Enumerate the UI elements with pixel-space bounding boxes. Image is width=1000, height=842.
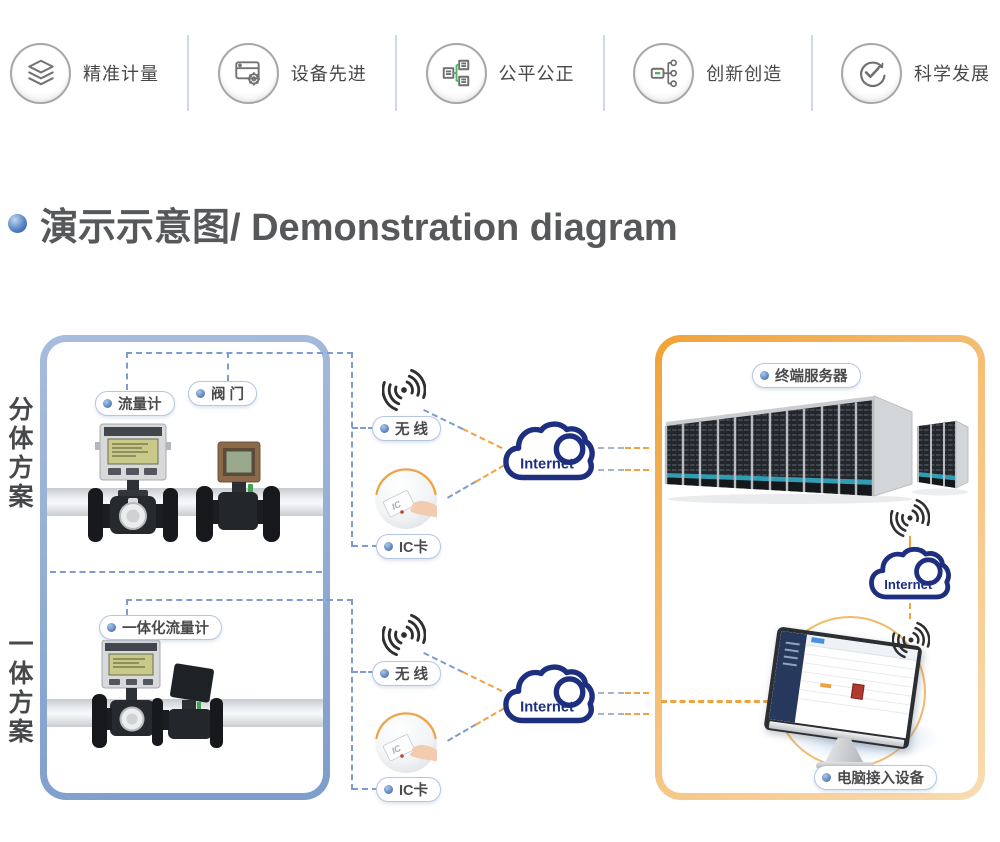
dash-line <box>598 692 624 694</box>
pill-text: 无 线 <box>395 667 429 683</box>
pill-text: 阀 门 <box>211 387 245 403</box>
integrated-flowmeter-label-pill: 一体化流量计 <box>99 615 222 640</box>
internet-cloud-icon: Internet <box>869 546 951 600</box>
badge-innovation: 创新创造 <box>633 42 783 104</box>
dash-line <box>447 480 477 499</box>
pill-dot-icon <box>103 399 112 408</box>
terminal-server-label-pill: 终端服务器 <box>752 363 861 388</box>
feature-badges-bar: 精准计量 设备先进 <box>0 30 1000 116</box>
wireless-label-pill: 无 线 <box>372 416 442 441</box>
page-title: 演示示意图/ Demonstration diagram <box>40 207 678 249</box>
pill-text: 电脑接入设备 <box>837 771 924 787</box>
dash-line <box>462 428 503 450</box>
badge-science: 科学发展 <box>841 42 990 104</box>
dash-line <box>126 352 128 390</box>
dash-line <box>625 713 649 715</box>
dash-line <box>351 599 353 790</box>
server-racks-image <box>664 395 969 504</box>
dash-line <box>625 692 649 694</box>
dash-line <box>352 427 374 429</box>
title-bullet-icon <box>8 214 27 233</box>
wireless-signal-icon <box>382 368 426 412</box>
pc-access-label-pill: 电脑接入设备 <box>814 765 937 790</box>
badge-fairness: 公平公正 <box>425 42 575 104</box>
wireless-signal-icon <box>382 613 426 657</box>
dash-line <box>598 447 624 449</box>
pill-dot-icon <box>380 669 389 678</box>
ic-card-swipe-image: IC <box>375 467 437 529</box>
internet-cloud-icon: Internet <box>503 421 595 481</box>
badge-label: 设备先进 <box>290 64 367 84</box>
badge-divider <box>187 35 190 111</box>
integrated-flow-meter-image <box>92 640 223 748</box>
dash-line <box>126 599 353 601</box>
internet-cloud-icon: Internet <box>503 664 595 724</box>
dash-line <box>625 447 649 449</box>
badge-precise-measure: 精准计量 <box>10 42 159 104</box>
svg-text:Internet: Internet <box>520 457 574 473</box>
dash-line <box>126 599 128 615</box>
flowmeter-label-pill: 流量计 <box>95 391 175 416</box>
dash-line <box>462 671 503 693</box>
wireless-signal-icon <box>892 621 930 659</box>
badge-label: 精准计量 <box>83 64 159 84</box>
badge-label: 科学发展 <box>914 64 990 84</box>
layers-icon <box>10 42 71 104</box>
badge-divider <box>602 35 605 111</box>
pill-dot-icon <box>196 389 205 398</box>
dashboard-alert-item <box>850 683 865 700</box>
orgchart-icon <box>425 42 487 104</box>
dash-line <box>909 536 911 548</box>
svg-text:Internet: Internet <box>884 577 933 592</box>
wireless-label-pill: 无 线 <box>372 661 442 686</box>
pill-dot-icon <box>384 785 393 794</box>
dash-line <box>352 788 378 790</box>
dash-line <box>227 352 229 381</box>
dash-line <box>598 469 624 471</box>
badge-label: 公平公正 <box>498 64 575 84</box>
pill-text: 流量计 <box>118 397 162 413</box>
ic-card-label-pill: IC卡 <box>376 534 441 559</box>
pill-text: 一体化流量计 <box>122 621 209 637</box>
dash-line <box>598 713 624 715</box>
valve-label-pill: 阀 门 <box>188 381 258 406</box>
svg-text:Internet: Internet <box>520 700 574 716</box>
pill-text: IC卡 <box>399 783 428 799</box>
pill-dot-icon <box>822 773 831 782</box>
dash-line <box>909 603 911 619</box>
dash-line <box>126 352 353 354</box>
split-side-label: 分体方案 <box>5 396 33 512</box>
section-divider-dash <box>50 571 322 573</box>
badge-divider <box>810 35 813 111</box>
dash-line <box>351 352 353 547</box>
dash-line <box>661 700 797 703</box>
pill-dot-icon <box>384 542 393 551</box>
dash-line <box>352 545 378 547</box>
section-title: 演示示意图/ Demonstration diagram <box>8 196 678 251</box>
pill-dot-icon <box>107 623 116 632</box>
pill-dot-icon <box>380 424 389 433</box>
wireless-signal-icon <box>890 498 930 538</box>
integrated-side-label: 一体方案 <box>5 631 33 747</box>
badge-label: 创新创造 <box>706 64 783 84</box>
dash-line <box>447 723 477 742</box>
pill-text: 无 线 <box>395 422 429 438</box>
valve-image <box>196 441 280 542</box>
pill-dot-icon <box>760 371 769 380</box>
pc-monitor-image <box>758 612 942 782</box>
device-icon <box>217 42 279 104</box>
flow-meter-image <box>88 423 178 542</box>
dash-line <box>475 464 505 483</box>
ic-card-label-pill: IC卡 <box>376 777 441 802</box>
dash-line <box>352 671 374 673</box>
dash-line <box>625 469 649 471</box>
pill-text: 终端服务器 <box>775 369 848 385</box>
badge-advanced-equipment: 设备先进 <box>217 42 367 104</box>
pill-text: IC卡 <box>399 540 428 556</box>
badge-divider <box>395 35 398 111</box>
ic-card-swipe-image: IC <box>375 711 437 773</box>
cycle-check-icon <box>841 42 902 104</box>
branch-icon <box>633 42 695 104</box>
dash-line <box>475 707 505 726</box>
